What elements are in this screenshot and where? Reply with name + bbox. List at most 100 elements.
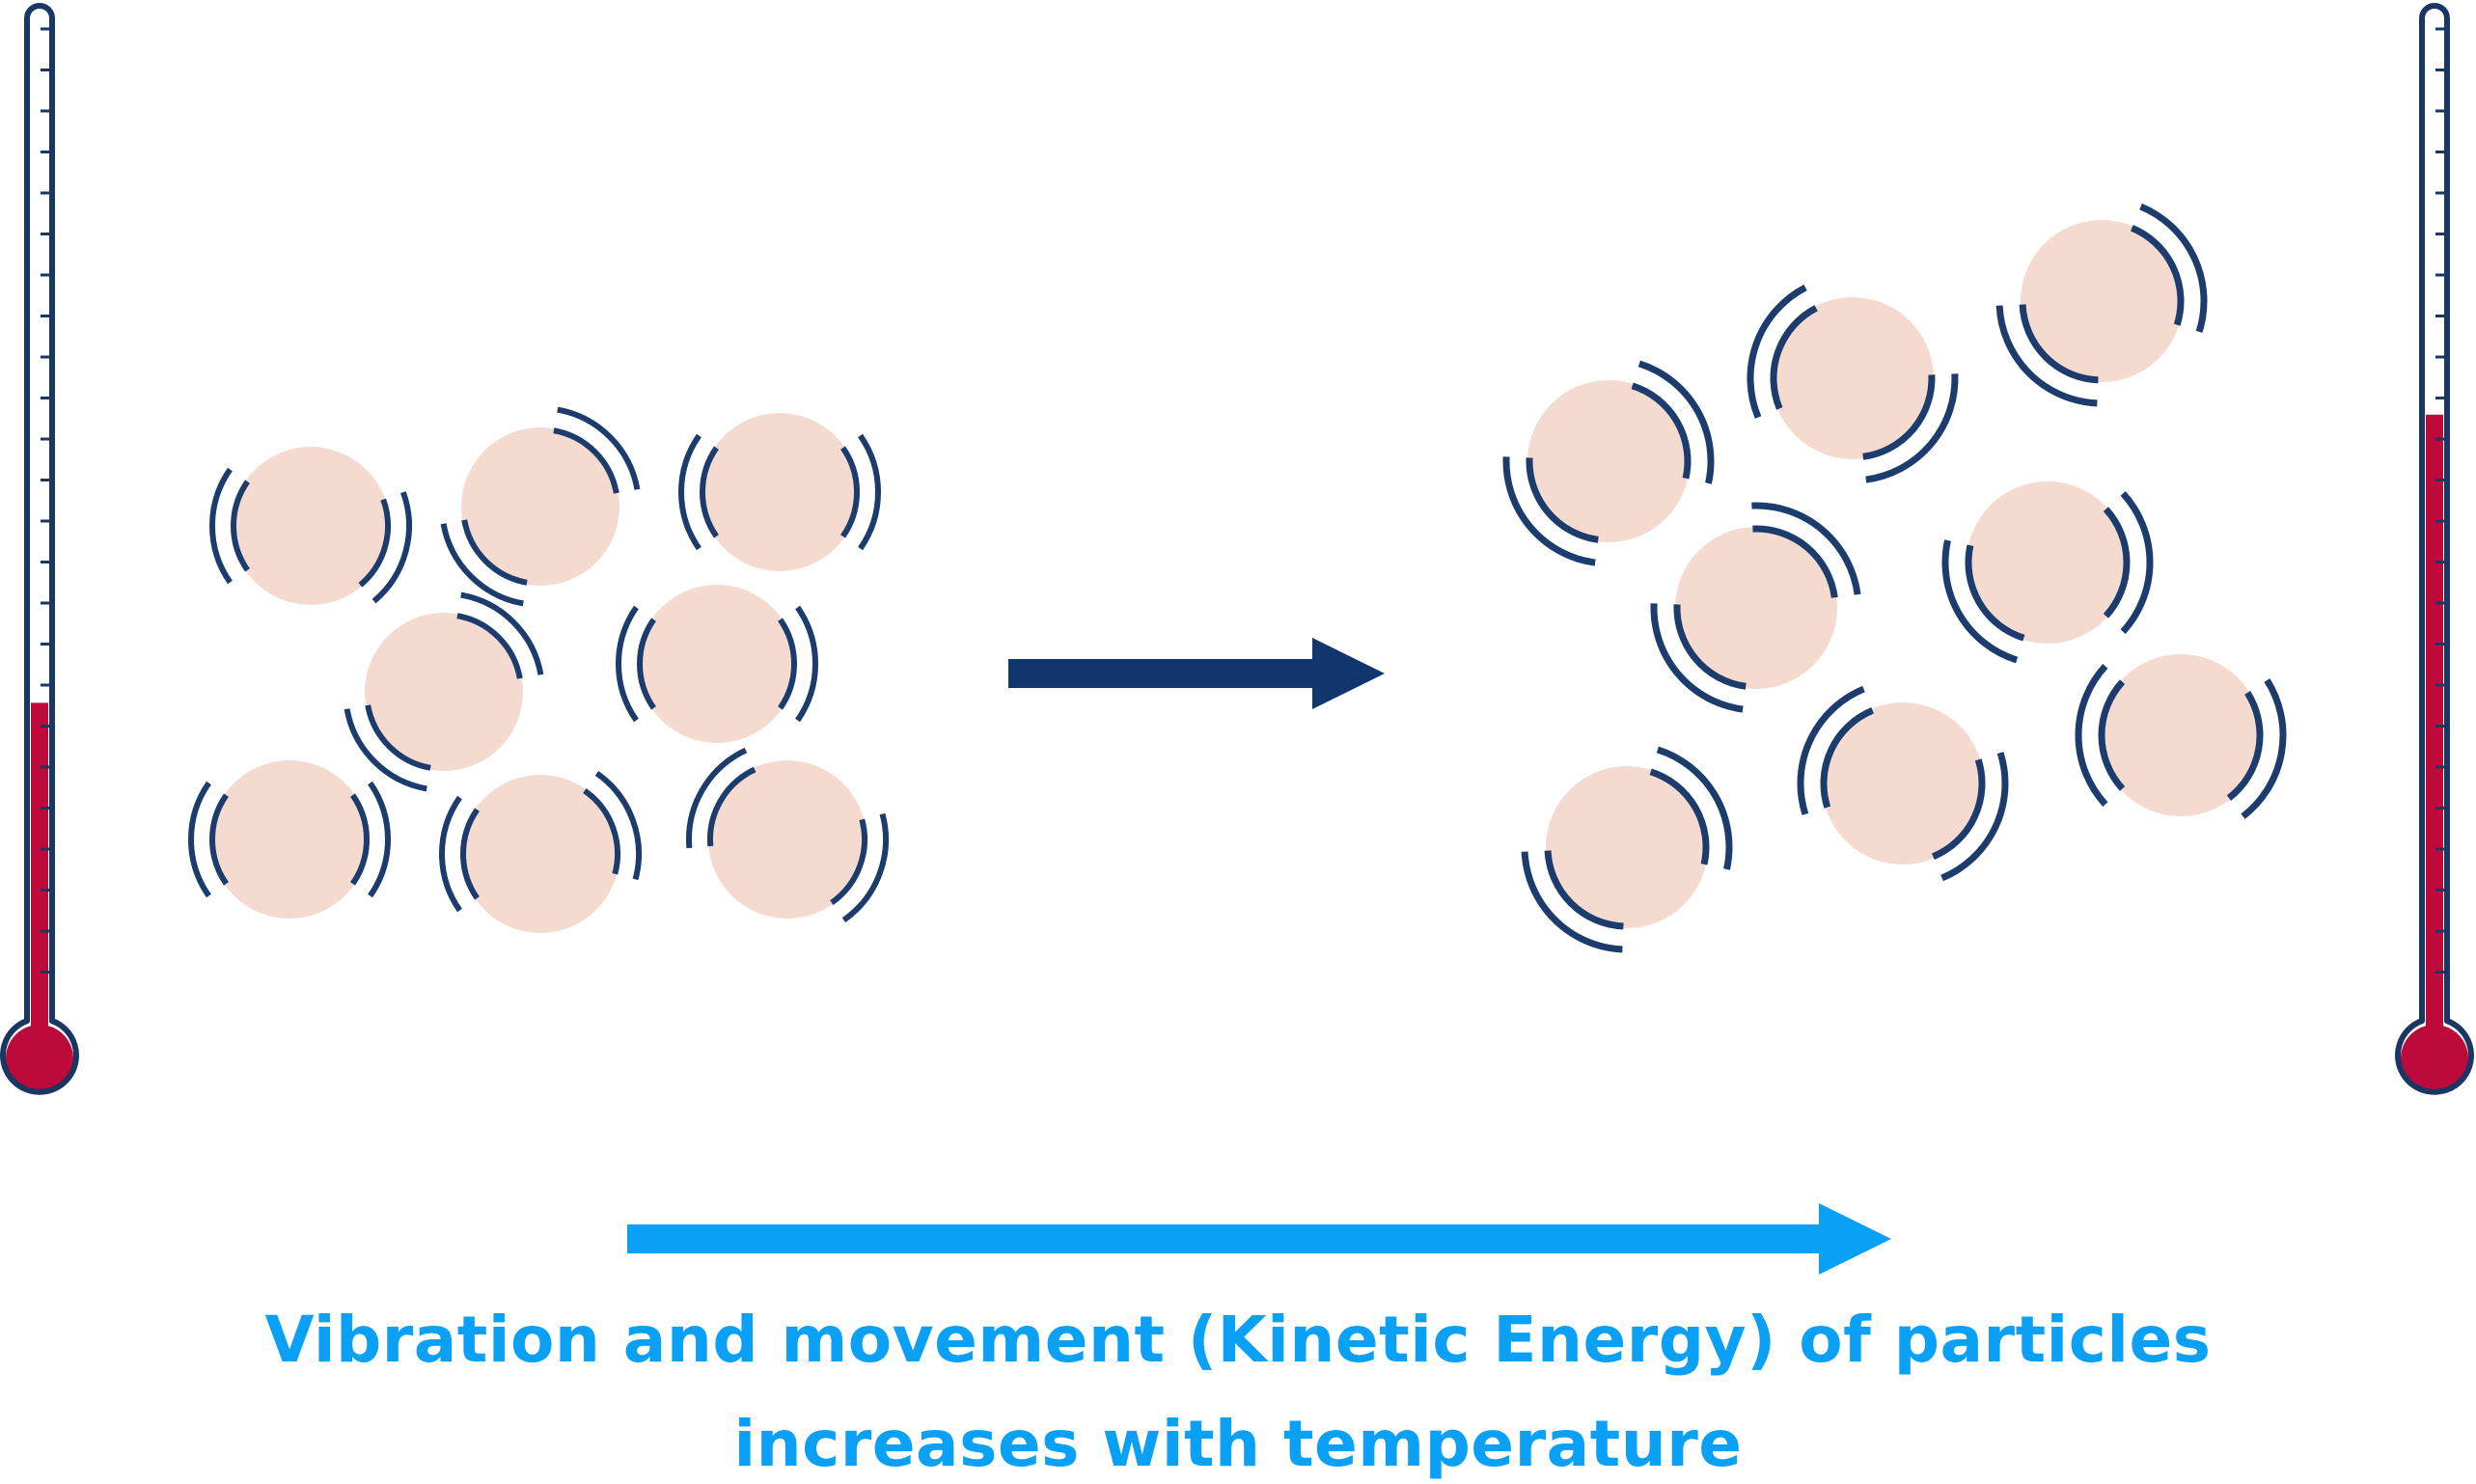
vibration-arc	[553, 427, 619, 494]
hot-thermometer-icon	[2395, 3, 2474, 1095]
vibration-arc	[1770, 305, 1818, 410]
vibration-arc	[358, 498, 391, 588]
particle	[1941, 481, 2154, 664]
particle	[616, 585, 818, 743]
vibration-arc	[368, 781, 391, 898]
mercury-column	[2426, 414, 2443, 1031]
particle-circle	[210, 760, 369, 919]
particle-circle	[461, 427, 619, 586]
vibration-arc	[209, 793, 229, 886]
particle	[2075, 654, 2287, 819]
particle	[188, 760, 391, 919]
vibration-arc	[2241, 678, 2287, 819]
vibration-arc	[686, 747, 748, 849]
vibration-arc	[1747, 284, 1807, 419]
vibration-arc	[1631, 382, 1692, 480]
vibration-arc	[1820, 707, 1874, 809]
vibration-arc	[830, 818, 867, 905]
vibration-arc	[2098, 679, 2126, 791]
vibration-arc	[460, 808, 480, 900]
arrow-head	[1312, 638, 1385, 709]
vibration-arc	[795, 605, 818, 723]
particle-circle	[1527, 380, 1690, 542]
vibration-arc	[778, 618, 797, 710]
vibration-arc	[2139, 203, 2208, 333]
vibration-arc	[1940, 752, 2009, 882]
trend-arrow-icon	[627, 1203, 1891, 1275]
particle-circle	[1772, 297, 1934, 459]
particle	[1502, 360, 1715, 566]
vibration-arc	[1637, 360, 1715, 484]
arrow-shaft	[627, 1224, 1821, 1253]
vibration-arc	[858, 433, 881, 551]
vibration-arc	[209, 467, 233, 585]
vibration-arc	[188, 781, 211, 898]
particle-circle	[2021, 220, 2183, 382]
particle-circle	[1822, 702, 1984, 865]
vibration-arc	[707, 766, 757, 847]
vibration-arc	[231, 480, 250, 572]
caption-line-2: increases with temperature	[733, 1407, 1743, 1481]
vibration-arc	[637, 618, 656, 710]
particle	[1747, 284, 1959, 483]
vibration-arc	[461, 519, 528, 586]
caption-line-1: Vibration and movement (Kinetic Energy) …	[264, 1303, 2212, 1377]
vibration-arc	[460, 591, 544, 675]
mercury-column	[31, 702, 48, 1031]
vibration-arc	[350, 793, 370, 886]
vibration-arc	[616, 605, 639, 723]
vibration-arc	[1932, 758, 1986, 860]
vibration-arc	[365, 704, 431, 771]
particle-circle	[461, 775, 619, 933]
vibration-arc	[2120, 491, 2154, 634]
particle	[344, 591, 544, 792]
vibration-arc	[1862, 374, 1936, 460]
particle-circle	[638, 585, 796, 743]
vibration-arc	[439, 795, 462, 913]
arrow-shaft	[1008, 659, 1314, 688]
vibration-arc	[1656, 746, 1733, 870]
low-temperature-particles	[188, 406, 889, 933]
vibration-arc	[557, 406, 641, 490]
vibration-arc	[1502, 456, 1596, 566]
vibration-arc	[2226, 691, 2264, 801]
particle	[678, 413, 881, 571]
vibration-arc	[2103, 507, 2131, 618]
particle	[1521, 746, 1733, 953]
particle-circle	[232, 447, 390, 605]
vibration-arc	[2131, 225, 2185, 326]
vibration-arc	[1865, 373, 1959, 483]
particle	[209, 447, 412, 605]
particle	[1995, 203, 2208, 407]
vibration-arc	[678, 433, 702, 551]
vibration-arc	[700, 446, 719, 538]
particle	[440, 406, 641, 607]
mercury-bulb	[6, 1025, 73, 1092]
vibration-arc	[1797, 685, 1865, 815]
vibration-arc	[456, 613, 523, 679]
vibration-arc	[1526, 457, 1599, 543]
vibration-arc	[1650, 603, 1744, 713]
particle	[439, 770, 642, 933]
particle-circle	[1675, 527, 1837, 689]
vibration-arc	[1521, 851, 1623, 953]
particle	[1650, 502, 1861, 713]
vibration-arc	[344, 708, 427, 792]
thermometer-outline	[2395, 3, 2474, 1095]
vibration-arc	[1752, 525, 1838, 598]
particle-circle	[708, 760, 867, 919]
cold-thermometer-icon	[0, 3, 79, 1095]
particle-circle	[365, 613, 523, 771]
vibration-arc	[594, 770, 642, 881]
vibration-arc	[1673, 604, 1747, 690]
particle-circle	[1967, 481, 2129, 644]
vibration-arc	[841, 812, 889, 923]
process-arrow-icon	[1008, 638, 1385, 709]
vibration-arc	[1995, 305, 2098, 407]
particle	[686, 747, 889, 923]
vibration-arc	[1751, 502, 1861, 595]
vibration-arc	[1941, 539, 2019, 664]
vibration-arc	[1649, 768, 1710, 866]
